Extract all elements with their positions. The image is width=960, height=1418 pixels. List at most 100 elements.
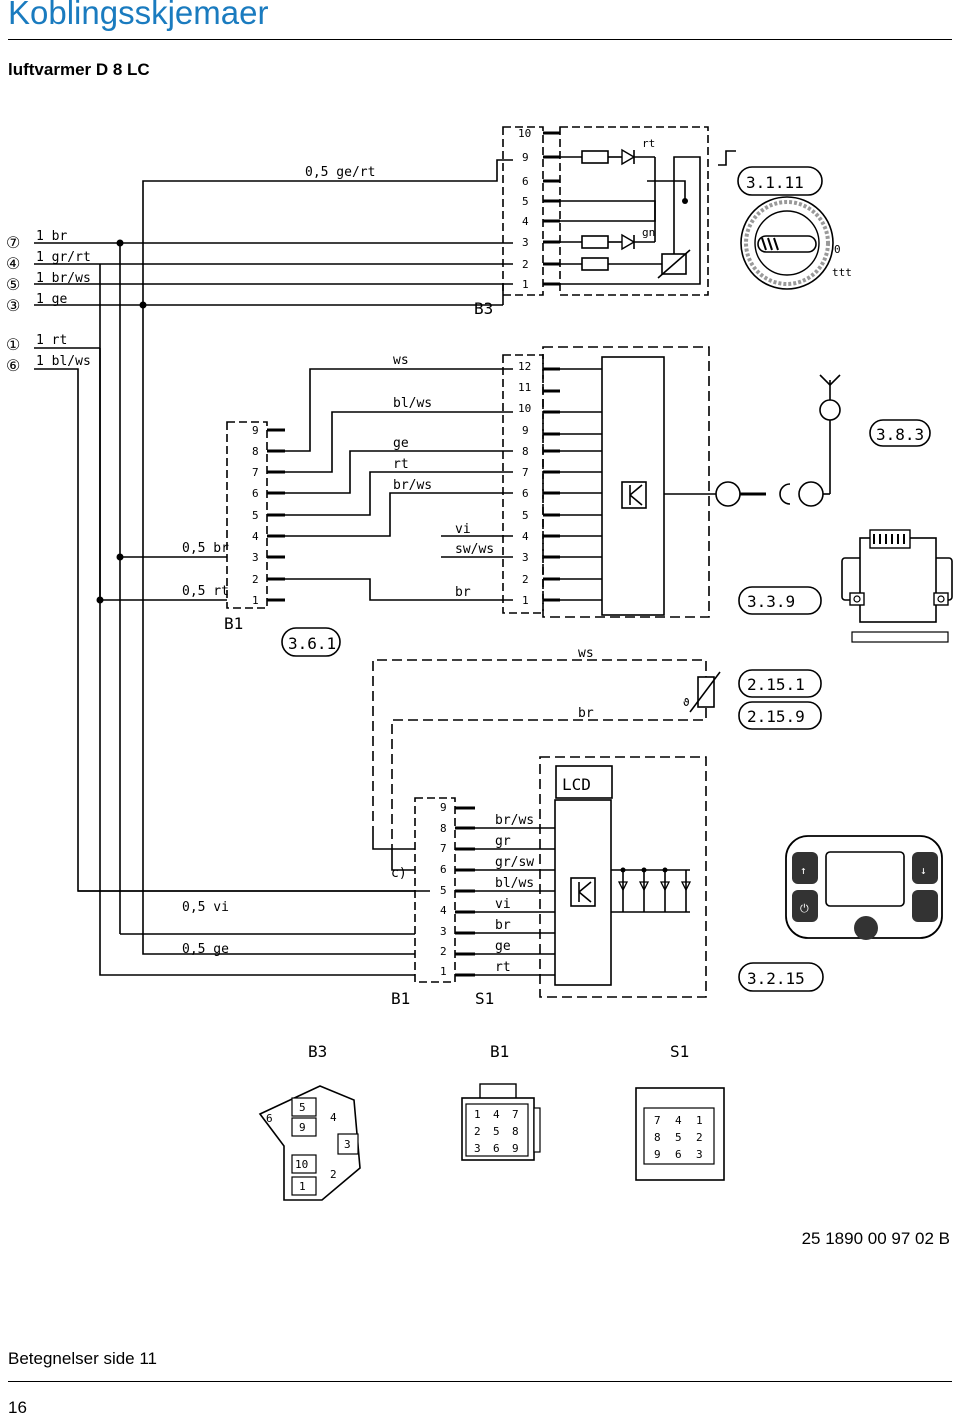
wire-label-b1-br: 0,5 br (182, 541, 229, 556)
b1-face-pin-8: 8 (512, 1125, 519, 1138)
s1-face-pin-5: 5 (675, 1131, 682, 1144)
b3-face-pin-2: 2 (330, 1168, 337, 1181)
wire-num-4: ④ (6, 254, 20, 273)
b1-bottom-pin-1: 1 (440, 965, 447, 978)
b3-upper-pin-10: 10 (518, 127, 531, 140)
reference-labels: 3.1.11 3.6.1 3.8.3 3.3.9 2.15.1 2.15.9 3… (281, 166, 931, 992)
b3-upper-pin-2: 2 (522, 258, 529, 271)
b3-lower-pin-5: 5 (522, 509, 529, 522)
b3-lower-pin-12: 12 (518, 360, 531, 373)
b3-lower-pin-2: 2 (522, 573, 529, 586)
b3-upper-connector: 1 2 3 4 5 6 9 10 B3 rt gn (474, 126, 736, 318)
page-title: Koblingsskjemaer (8, 0, 269, 31)
b1-face-pin-3: 3 (474, 1142, 481, 1155)
wire-label-1ge: 1 ge (36, 292, 67, 307)
page-subtitle: luftvarmer D 8 LC (8, 60, 150, 79)
b1-face-pin-4: 4 (493, 1108, 500, 1121)
wire-label-1br: 1 br (36, 229, 67, 244)
panel-power-icon: ⏻ (800, 902, 809, 915)
s1-wire-br-ws: br/ws (495, 813, 534, 828)
conn-b1-title: B1 (490, 1042, 509, 1061)
b1-lower-label: B1 (391, 989, 410, 1008)
wire-label-1brws: 1 br/ws (36, 271, 91, 286)
wire-label-sw-ws: sw/ws (455, 542, 494, 557)
s1-wire-gr: gr (495, 834, 511, 849)
b3-upper-pin-9: 9 (522, 151, 529, 164)
s1-face-pin-4: 4 (675, 1114, 682, 1127)
wire-label-br-sensor: br (578, 706, 594, 721)
s1-wire-vi: vi (495, 897, 511, 912)
s1-face-pin-8: 8 (654, 1131, 661, 1144)
s1-control-panel: LCD S1 br/ws gr gr/sw bl/ws vi br ge rt (475, 756, 707, 1008)
wire-num-7: ⑦ (6, 233, 20, 252)
wire-label-bl-ws: bl/ws (393, 396, 432, 411)
title-divider (8, 39, 952, 40)
b3-face-pin-9: 9 (299, 1121, 306, 1134)
b1-left-pin-8: 8 (252, 445, 259, 458)
lcd-label: LCD (562, 775, 591, 794)
s1-face-pin-6: 6 (675, 1148, 682, 1161)
wire-label-b1-rt: 0,5 rt (182, 584, 229, 599)
b3-lower-connector: 1 2 3 4 5 6 7 8 9 10 11 12 (502, 346, 841, 618)
s1-wire-gr-sw: gr/sw (495, 855, 534, 870)
b1-bottom-pin-2: 2 (440, 945, 447, 958)
b3-upper-pin-1: 1 (522, 278, 529, 291)
b1-face-pin-2: 2 (474, 1125, 481, 1138)
b3-upper-pin-5: 5 (522, 195, 529, 208)
conn-b3-title: B3 (308, 1042, 327, 1061)
ref-3-2-15: 3.2.15 (747, 969, 805, 988)
s1-face-pin-9: 9 (654, 1148, 661, 1161)
b3-face-pin-6: 6 (266, 1112, 273, 1125)
b1-face-pin-6: 6 (493, 1142, 500, 1155)
s1-face-pin-2: 2 (696, 1131, 703, 1144)
led-label-gn: gn (642, 226, 655, 239)
ref-3-6-1: 3.6.1 (288, 634, 336, 653)
footer-divider (8, 1381, 952, 1382)
b1-to-b3-wires: ws bl/ws ge rt br/ws vi sw/ws br (285, 353, 513, 601)
b3-lower-pin-1: 1 (522, 594, 529, 607)
s1-wire-ge: ge (495, 939, 511, 954)
s1-face-pin-3: 3 (696, 1148, 703, 1161)
s1-wire-bl-ws: bl/ws (495, 876, 534, 891)
b3-face-pin-3: 3 (344, 1138, 351, 1151)
ref-3-8-3: 3.8.3 (876, 425, 924, 444)
wire-label-1grrt: 1 gr/rt (36, 250, 91, 265)
b1-left-pin-7: 7 (252, 466, 259, 479)
wire-label-vi: vi (455, 522, 471, 537)
b3-label: B3 (474, 299, 493, 318)
b3-lower-pin-4: 4 (522, 530, 529, 543)
relay-module-icon (841, 529, 953, 643)
b1-bottom-pin-6: 6 (440, 863, 447, 876)
wire-label-rt: rt (393, 457, 409, 472)
b3-upper-pin-4: 4 (522, 215, 529, 228)
s1-face-pin-1: 1 (696, 1114, 703, 1127)
control-panel-icon: ⏻ ↑ ↓ (785, 835, 943, 940)
b1-bottom-pin-9: 9 (440, 801, 447, 814)
document-number: 25 1890 00 97 02 B (801, 1229, 950, 1248)
b3-face-pin-1: 1 (299, 1180, 306, 1193)
b1-bottom-pin-3: 3 (440, 925, 447, 938)
wire-label-c: c) (391, 866, 407, 881)
b1-bottom-pin-4: 4 (440, 904, 447, 917)
b1-upper-label: B1 (224, 614, 243, 633)
ref-2-15-9: 2.15.9 (747, 707, 805, 726)
b1-left-pin-9: 9 (252, 424, 259, 437)
b1-left-pin-5: 5 (252, 509, 259, 522)
b1-left-pin-1: 1 (252, 594, 259, 607)
temperature-dial-icon: 0 ttt (740, 196, 852, 290)
dial-zero-label: 0 (834, 243, 841, 256)
ref-2-15-1: 2.15.1 (747, 675, 805, 694)
wire-label-1rt: 1 rt (36, 333, 67, 348)
b1-lower-connector: B1 c) 1 2 3 4 5 6 7 8 9 0,5 vi 0,5 ge (78, 305, 475, 1008)
b3-lower-pin-8: 8 (522, 445, 529, 458)
b1-bottom-pin-7: 7 (440, 842, 447, 855)
b1-upper-connector: B1 1 2 3 4 5 6 7 8 9 0,5 br 0,5 rt (100, 421, 285, 633)
wire-label-vi-05: 0,5 vi (182, 900, 229, 915)
b3-lower-pin-10: 10 (518, 402, 531, 415)
wire-num-5: ⑤ (6, 275, 20, 294)
footer-note: Betegnelser side 11 (8, 1349, 158, 1368)
wire-num-6: ⑥ (6, 356, 20, 375)
wire-label-ge-rt-top: 0,5 ge/rt (305, 165, 375, 180)
upper-harness-wires: 0,5 ge/rt (34, 159, 513, 934)
